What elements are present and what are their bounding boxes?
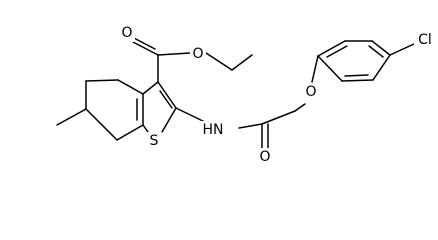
bond-phenyl [317, 55, 343, 82]
thiophene-sulfur: S [150, 133, 159, 149]
bond-ethyl [231, 54, 253, 71]
bond-ether [294, 103, 306, 112]
bond-phenyl [372, 54, 391, 81]
bond-ring [116, 124, 144, 141]
bond-phenyl-inner [326, 45, 348, 58]
chemical-structure-diagram: O O HN O O S Cl [56, 24, 436, 166]
amide-nitrogen: HN [203, 122, 224, 138]
bond-thiophene [161, 107, 177, 133]
bond-thiophene [142, 81, 159, 95]
ester-oxygen: O [192, 46, 203, 62]
bond-ester [157, 52, 191, 56]
bond-thiophene [142, 124, 149, 133]
bond-chain [261, 110, 296, 125]
bond-ethyl [205, 52, 233, 71]
bond-phenyl [317, 40, 346, 57]
bond-phenyl [311, 55, 319, 83]
ether-oxygen: O [305, 84, 316, 100]
bond-ester-double [132, 41, 159, 56]
chlorine-atom: Cl [418, 32, 432, 48]
molecule-canvas: O O HN O O S Cl [56, 24, 436, 166]
bond-ring [85, 79, 119, 82]
bond-phenyl [371, 40, 391, 56]
bond-lines [56, 35, 415, 149]
bond-phenyl [341, 79, 374, 82]
amide-oxygen: O [259, 149, 270, 165]
bond-amide [238, 123, 263, 129]
bond-methyl [56, 108, 87, 126]
bond-thiophene [157, 81, 177, 109]
carbonyl-oxygen-ester: O [121, 25, 132, 41]
bond-ring [85, 108, 118, 141]
bond-thiophene [159, 90, 173, 109]
bond-phenyl-inner [368, 45, 384, 58]
atom-labels: O O HN O O S Cl [119, 24, 436, 166]
bond-phenyl-inner [344, 74, 369, 77]
bond-chlorine [389, 43, 415, 56]
bond-ring [117, 79, 144, 95]
